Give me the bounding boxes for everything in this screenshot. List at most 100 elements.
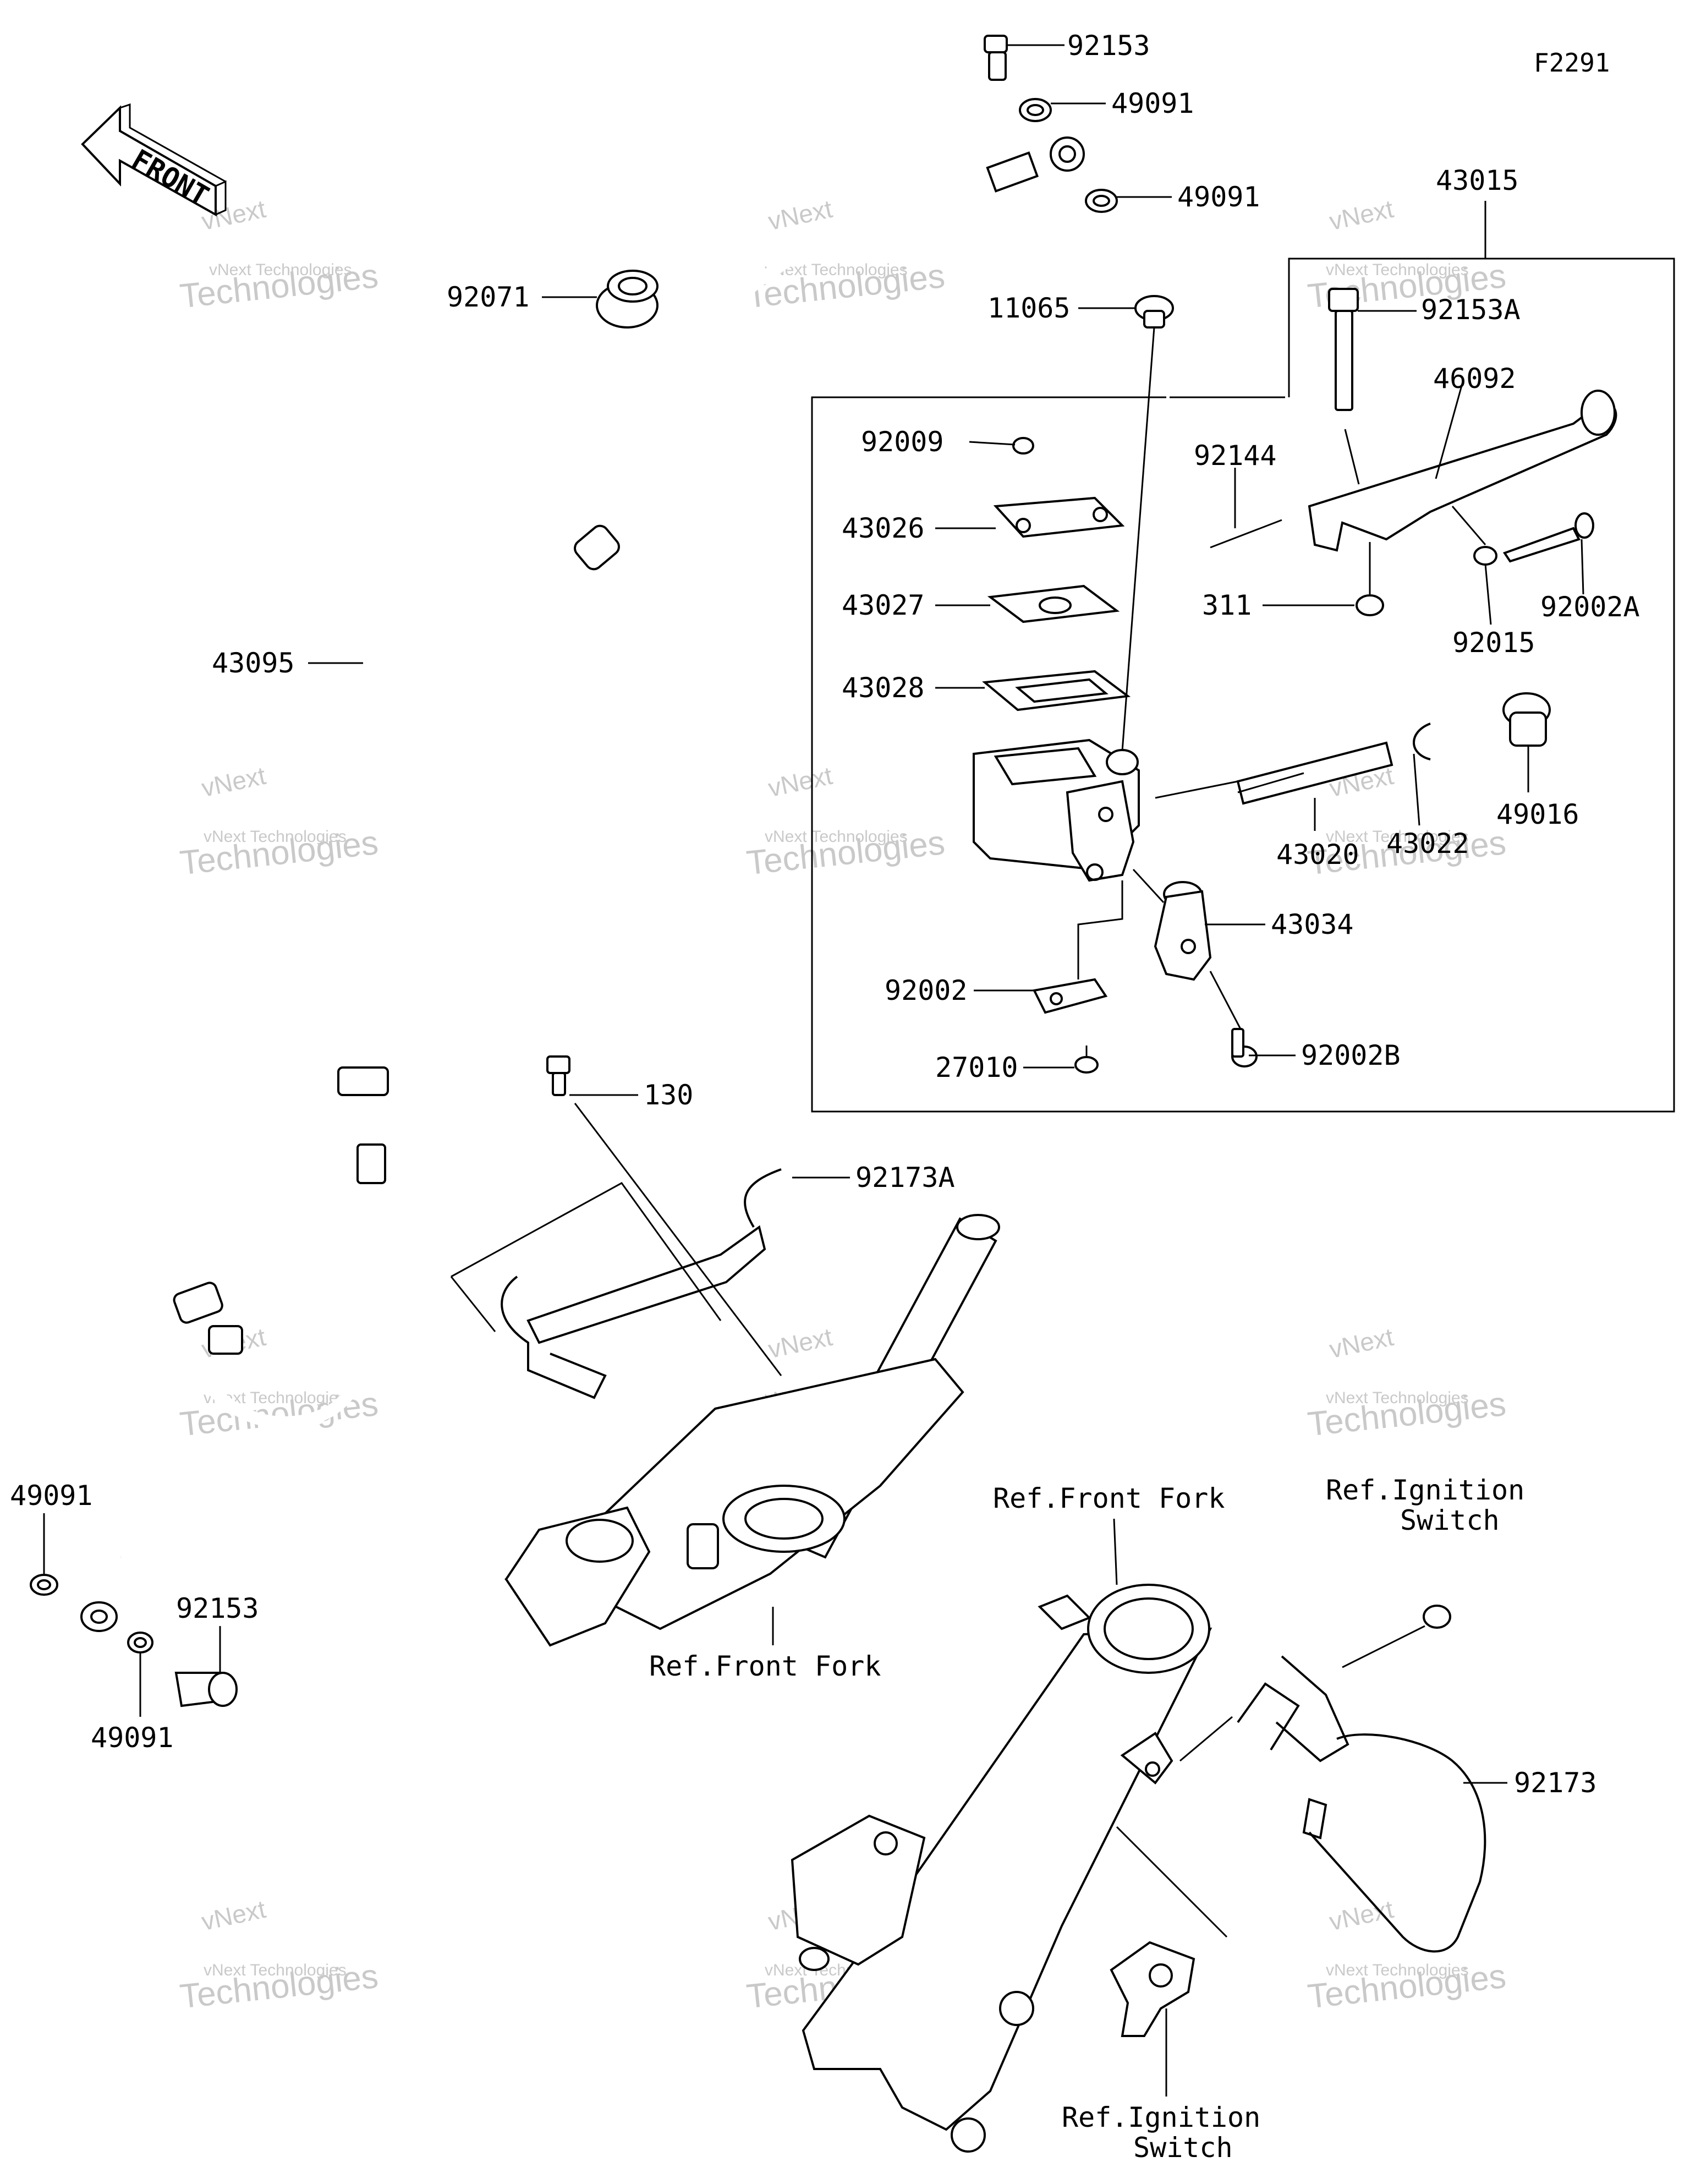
- ref-front-fork-upper[interactable]: Ref.Front Fork: [649, 1650, 881, 1682]
- label-92002A[interactable]: 92002A: [1540, 591, 1640, 623]
- svg-text:vNext: vNext: [1327, 1895, 1396, 1936]
- grommet-92071: [596, 270, 659, 329]
- label-43022[interactable]: 43022: [1386, 828, 1469, 860]
- washer-49091-a: [1019, 98, 1052, 122]
- reference-labels: Ref.Front Fork Ref.Front Fork Ref.Igniti…: [649, 1474, 1524, 2164]
- front-fork-lower: [791, 1584, 1212, 2153]
- label-92002[interactable]: 92002: [885, 975, 968, 1006]
- watermark: vNext vNext Technologies Technologies: [1306, 1895, 1508, 2016]
- washer-49091-d: [127, 1632, 153, 1654]
- svg-text:vNext Technologies: vNext Technologies: [204, 828, 347, 846]
- svg-text:vNext: vNext: [1327, 194, 1396, 236]
- label-43028[interactable]: 43028: [842, 672, 925, 704]
- switch-92002: [1033, 978, 1108, 1014]
- plate-43027: [987, 584, 1120, 623]
- svg-text:vNext Technologies: vNext Technologies: [765, 828, 908, 846]
- ref-ignition-switch-upper-line1[interactable]: Ref.Ignition: [1326, 1474, 1524, 1506]
- label-92153A[interactable]: 92153A: [1421, 294, 1521, 326]
- svg-text:vNext: vNext: [766, 194, 835, 236]
- front-arrow-label: FRONT: [127, 143, 214, 212]
- front-fork-upper: [504, 1214, 1000, 1647]
- front-arrow-icon: FRONT: [81, 103, 227, 217]
- master-cylinder-body: [973, 738, 1140, 882]
- svg-text:vNext: vNext: [766, 1322, 835, 1364]
- leader-lines: [43, 44, 1584, 2097]
- label-43015[interactable]: 43015: [1436, 165, 1519, 196]
- spring-92144: [1210, 519, 1282, 549]
- cap-43026: [993, 496, 1125, 538]
- label-49091-a[interactable]: 49091: [1111, 87, 1194, 119]
- svg-text:vNext Technologies: vNext Technologies: [1326, 1389, 1469, 1407]
- clamp-92173A: [501, 1168, 782, 1399]
- ref-ignition-switch-upper-line2[interactable]: Switch: [1400, 1504, 1500, 1536]
- cap-11065: [1134, 295, 1174, 329]
- bolt-92002B: [1231, 1028, 1258, 1068]
- label-92173A[interactable]: 92173A: [855, 1162, 955, 1194]
- boot-49016: [1502, 692, 1551, 747]
- svg-text:vNext Technologies: vNext Technologies: [204, 1961, 347, 1979]
- svg-text:vNext: vNext: [199, 761, 268, 802]
- bolt-130: [546, 1055, 570, 1096]
- screw-27010: [1074, 1056, 1099, 1074]
- label-92071[interactable]: 92071: [447, 281, 530, 313]
- label-130[interactable]: 130: [644, 1079, 693, 1111]
- nut-ref-ignition: [1423, 1605, 1451, 1629]
- nut-311: [1356, 594, 1384, 616]
- watermarks: vNext vNext Technologies Technologies vN…: [178, 194, 1508, 2016]
- ref-ignition-switch-lower-line1[interactable]: Ref.Ignition: [1062, 2101, 1260, 2133]
- label-46092[interactable]: 46092: [1433, 363, 1516, 395]
- label-43034[interactable]: 43034: [1271, 908, 1354, 940]
- watermark: vNext vNext Technologies Technologies: [745, 761, 947, 883]
- label-43095[interactable]: 43095: [212, 647, 295, 679]
- label-92015[interactable]: 92015: [1452, 627, 1535, 659]
- svg-text:vNext: vNext: [766, 761, 835, 802]
- watermark: vNext vNext Technologies Technologies: [178, 761, 380, 883]
- nut-92015: [1473, 546, 1497, 566]
- assembly-frame-43015: [811, 201, 1675, 1113]
- label-27010[interactable]: 27010: [935, 1052, 1018, 1083]
- washer-49091-c: [30, 1574, 58, 1596]
- label-43020[interactable]: 43020: [1276, 839, 1359, 871]
- watermark: vNext vNext Technologies Technologies: [178, 1895, 380, 2016]
- label-311[interactable]: 311: [1202, 589, 1252, 621]
- bolt-92153-bottom: [174, 1672, 238, 1707]
- holder-43034: [1154, 881, 1212, 981]
- svg-text:vNext Technologies: vNext Technologies: [209, 261, 352, 279]
- clip-43022: [1413, 722, 1431, 760]
- washer-49091-b: [1085, 189, 1118, 213]
- svg-text:vNext Technologies: vNext Technologies: [1326, 1961, 1469, 1979]
- label-92153-top[interactable]: 92153: [1067, 30, 1150, 62]
- label-92173[interactable]: 92173: [1514, 1767, 1597, 1799]
- label-92002B[interactable]: 92002B: [1301, 1039, 1401, 1071]
- label-49091-b[interactable]: 49091: [1177, 181, 1260, 213]
- label-11065[interactable]: 11065: [987, 292, 1071, 324]
- label-43026[interactable]: 43026: [842, 512, 925, 544]
- watermark: vNext vNext Technologies Technologies: [745, 194, 947, 316]
- bolt-92002A: [1502, 512, 1594, 563]
- svg-text:vNext Technologies: vNext Technologies: [1326, 261, 1469, 279]
- label-49091-d[interactable]: 49091: [91, 1722, 174, 1754]
- piston-43020: [1236, 741, 1393, 805]
- part-labels: 92153 49091 49091 92071 43015 11065 9215…: [10, 30, 1640, 1799]
- label-43027[interactable]: 43027: [842, 589, 925, 621]
- brake-hose-43095: [80, 136, 1085, 1632]
- label-92009[interactable]: 92009: [861, 426, 944, 458]
- watermark: vNext vNext Technologies Technologies: [1306, 1322, 1508, 1444]
- watermark: vNext vNext Technologies Technologies: [178, 194, 380, 316]
- lever-46092: [1308, 390, 1617, 552]
- label-92153-bottom[interactable]: 92153: [176, 1592, 259, 1624]
- bracket-92173: [1237, 1655, 1486, 1953]
- svg-text:vNext: vNext: [1327, 1322, 1396, 1364]
- svg-text:vNext: vNext: [199, 1895, 268, 1936]
- bracket-ref-ignition-bottom: [1110, 1941, 1195, 2037]
- diaphragm-43028: [982, 670, 1131, 711]
- ref-ignition-switch-lower-line2[interactable]: Switch: [1133, 2132, 1233, 2164]
- screw-92009: [1012, 437, 1034, 455]
- label-49091-c[interactable]: 49091: [10, 1480, 93, 1512]
- bolt-92153A: [1328, 288, 1359, 411]
- label-92144[interactable]: 92144: [1194, 440, 1277, 472]
- ref-front-fork-lower[interactable]: Ref.Front Fork: [993, 1482, 1225, 1514]
- label-49016[interactable]: 49016: [1496, 798, 1579, 830]
- svg-text:vNext Technologies: vNext Technologies: [1326, 828, 1469, 846]
